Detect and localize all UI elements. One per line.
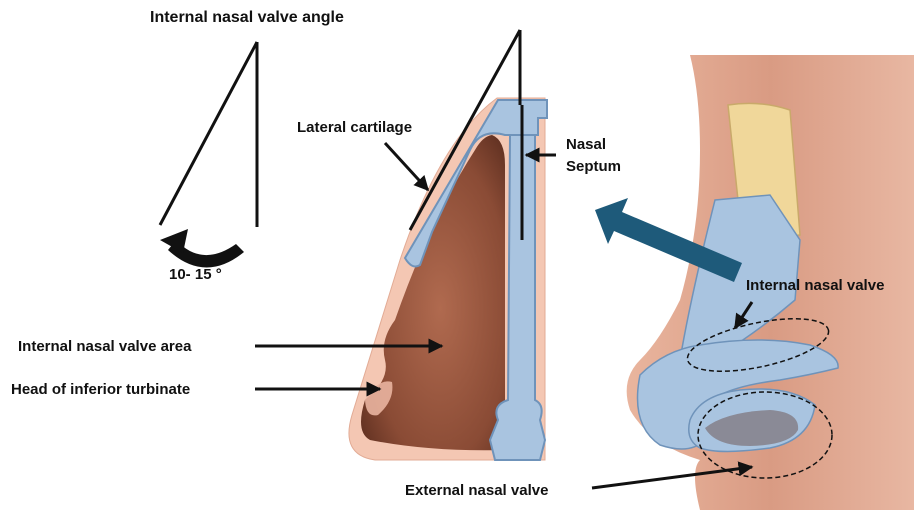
inferior-turbinate-label: Head of inferior turbinate xyxy=(11,380,190,399)
nasal-septum-label-line1: Nasal xyxy=(566,135,606,154)
lateral-cartilage-pointer xyxy=(385,143,428,190)
internal-valve-area-label: Internal nasal valve area xyxy=(18,337,191,356)
valve-angle-title: Internal nasal valve angle xyxy=(150,8,344,27)
angle-value-label: 10- 15 ° xyxy=(169,265,222,284)
lateral-cartilage-label: Lateral cartilage xyxy=(297,118,412,137)
internal-nasal-valve-label: Internal nasal valve xyxy=(746,276,884,295)
external-nasal-valve-label: External nasal valve xyxy=(405,481,548,500)
valve-angle-schematic xyxy=(160,42,257,227)
nasal-septum-label-line2: Septum xyxy=(566,157,621,176)
